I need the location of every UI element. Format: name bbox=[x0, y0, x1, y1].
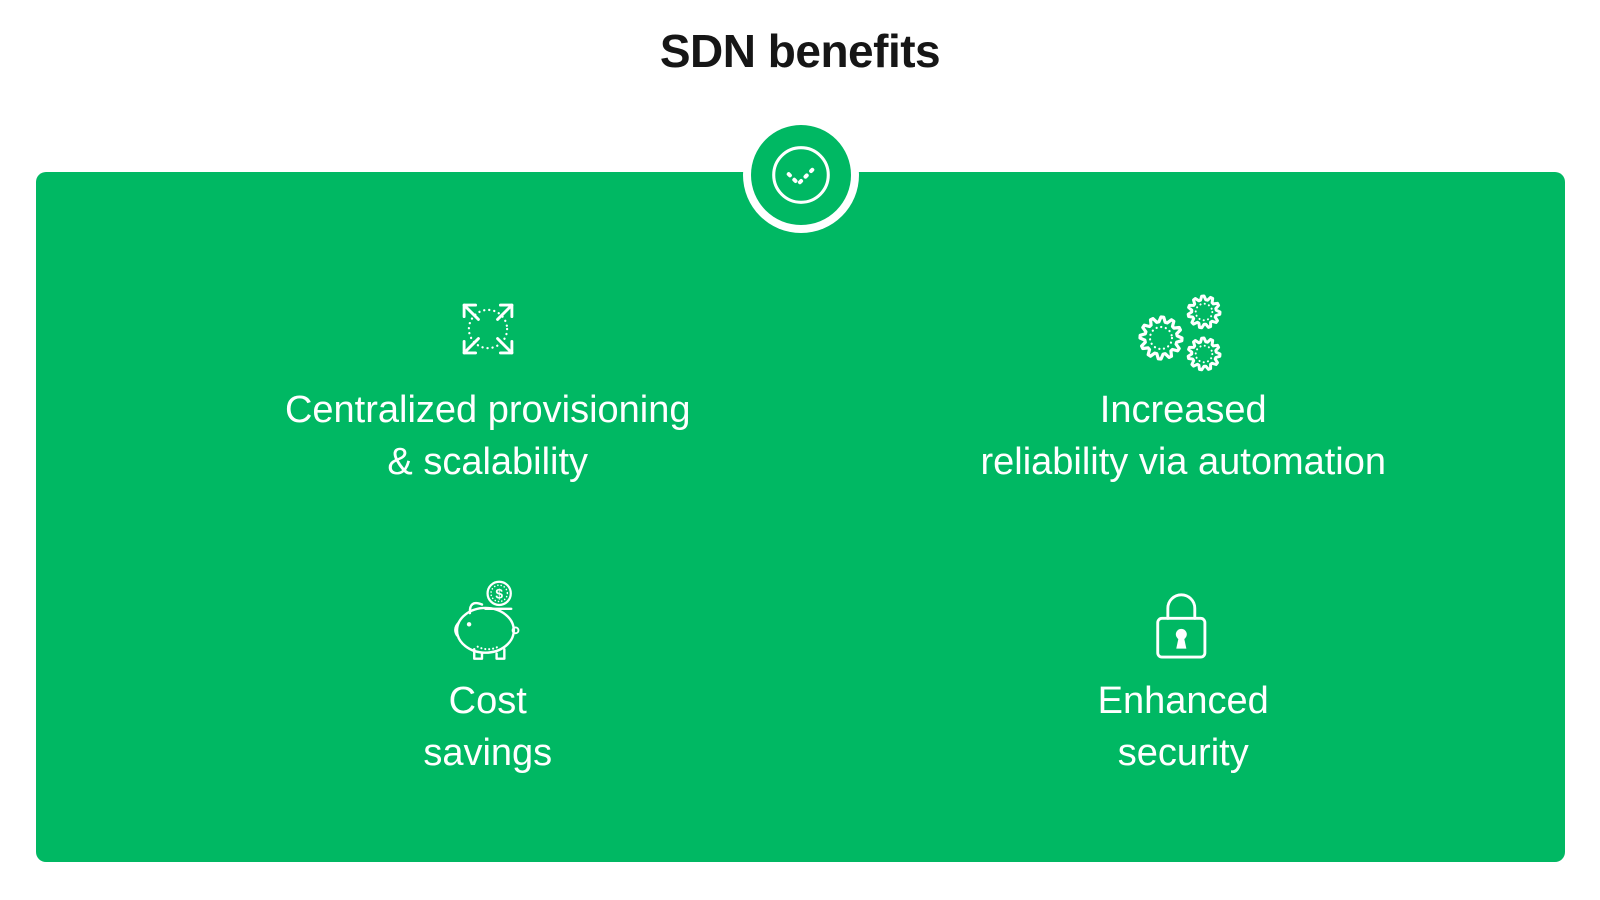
lock-icon bbox=[1149, 573, 1217, 663]
gears-icon bbox=[1135, 282, 1231, 372]
benefit-item-increased-reliability: Increased reliability via automation bbox=[836, 282, 1532, 488]
piggy-bank-icon: $ bbox=[445, 573, 531, 663]
benefits-card: Centralized provisioning & scalability I… bbox=[36, 117, 1565, 862]
benefit-item-enhanced-security: Enhanced security bbox=[836, 573, 1532, 779]
page-title: SDN benefits bbox=[659, 25, 941, 77]
check-badge bbox=[742, 117, 859, 233]
check-icon bbox=[771, 146, 830, 204]
check-badge-inner bbox=[750, 125, 851, 225]
expand-arrows-icon bbox=[445, 282, 531, 372]
benefit-label: Centralized provisioning & scalability bbox=[284, 389, 691, 484]
benefit-item-cost-savings: $ Cost savings bbox=[140, 573, 836, 779]
benefit-item-centralized-provisioning: Centralized provisioning & scalability bbox=[140, 282, 836, 488]
benefits-grid: Centralized provisioning & scalability I… bbox=[36, 172, 1565, 779]
benefit-label: Cost savings bbox=[423, 680, 553, 775]
dollar-symbol: $ bbox=[495, 587, 503, 602]
benefit-label: Enhanced security bbox=[1097, 680, 1269, 775]
benefit-label: Increased reliability via automation bbox=[980, 389, 1387, 484]
